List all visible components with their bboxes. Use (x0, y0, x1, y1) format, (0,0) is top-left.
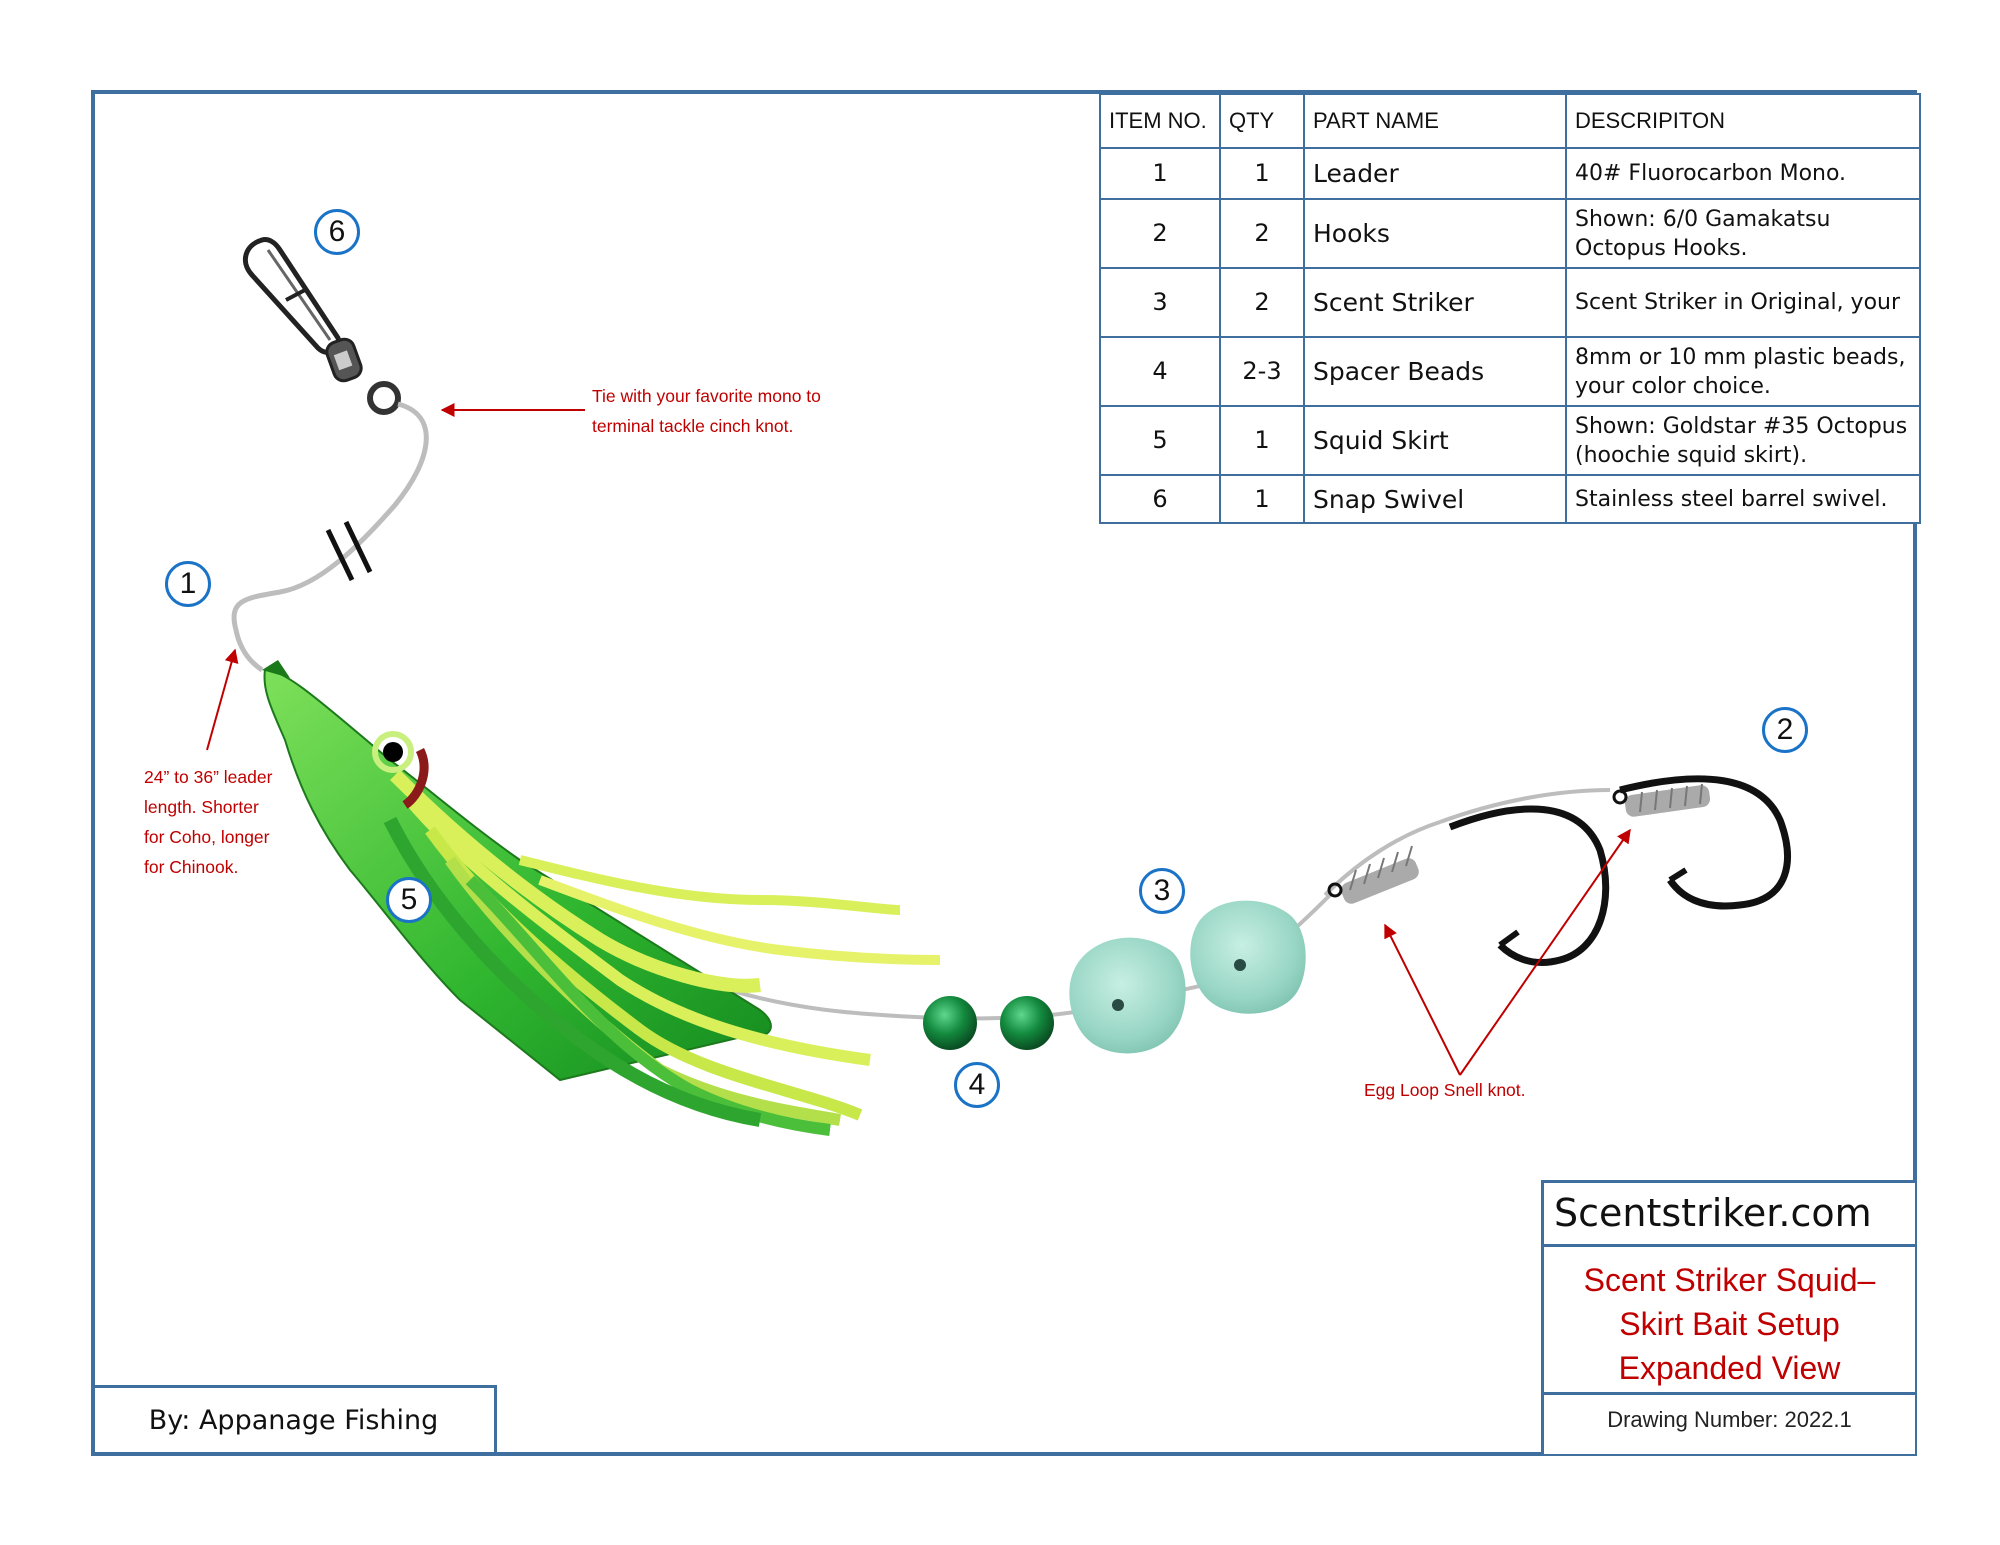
drawing-title-line-2: Skirt Bait Setup (1619, 1306, 1840, 1342)
description: Scent Striker in Original, your (1565, 267, 1921, 338)
qty: 1 (1219, 474, 1305, 524)
qty: 2 (1219, 267, 1305, 338)
header-description: DESCRIPITON (1565, 93, 1921, 149)
description: 40# Fluorocarbon Mono. (1565, 147, 1921, 200)
item-no: 5 (1099, 405, 1221, 476)
leader-line (231, 401, 429, 673)
description: Shown: Goldstar #35 Octopus (hoochie squ… (1565, 405, 1921, 476)
title-block: Scentstriker.com Scent Striker Squid– Sk… (1541, 1180, 1915, 1454)
description: Stainless steel barrel swivel. (1565, 474, 1921, 524)
callout-3: 3 (1139, 868, 1185, 914)
qty: 2-3 (1219, 336, 1305, 407)
callout-6: 6 (314, 209, 360, 255)
table-row: 1 1 Leader 40# Fluorocarbon Mono. (1099, 147, 1921, 200)
header-qty: QTY (1219, 93, 1305, 149)
part-name: Spacer Beads (1303, 336, 1567, 407)
table-row: 5 1 Squid Skirt Shown: Goldstar #35 Octo… (1099, 405, 1921, 476)
part-name: Scent Striker (1303, 267, 1567, 338)
item-no: 2 (1099, 198, 1221, 269)
squid-skirt-icon (262, 660, 941, 1136)
part-name: Squid Skirt (1303, 405, 1567, 476)
item-no: 3 (1099, 267, 1221, 338)
spacer-bead-icon (923, 996, 1054, 1050)
author-block: By: Appanage Fishing (93, 1385, 497, 1454)
drawing-frame (91, 90, 1917, 1456)
qty: 1 (1219, 405, 1305, 476)
drawing-number: Drawing Number: 2022.1 (1544, 1392, 1915, 1454)
callout-4: 4 (954, 1062, 1000, 1108)
description: Shown: 6/0 Gamakatsu Octopus Hooks. (1565, 198, 1921, 269)
header-item-no: ITEM NO. (1099, 93, 1221, 149)
table-row: 2 2 Hooks Shown: 6/0 Gamakatsu Octopus H… (1099, 198, 1921, 269)
item-no: 4 (1099, 336, 1221, 407)
item-no: 1 (1099, 147, 1221, 200)
part-name: Snap Swivel (1303, 474, 1567, 524)
website-label: Scentstriker.com (1544, 1180, 1915, 1247)
part-name: Leader (1303, 147, 1567, 200)
description: 8mm or 10 mm plastic beads, your color c… (1565, 336, 1921, 407)
item-no: 6 (1099, 474, 1221, 524)
note-snell-knot: Egg Loop Snell knot. (1364, 1080, 1526, 1100)
part-name: Hooks (1303, 198, 1567, 269)
line-break-icon (325, 520, 373, 582)
callout-1: 1 (165, 561, 211, 607)
note-swivel-knot: Tie with your favorite mono to terminal … (592, 386, 821, 436)
qty: 2 (1219, 198, 1305, 269)
snap-swivel-icon (242, 237, 401, 415)
scent-striker-icon (1069, 900, 1306, 1054)
parts-table: ITEM NO. QTY PART NAME DESCRIPITON 1 1 L… (1099, 93, 1921, 524)
note-leader-length: 24” to 36” leader length. Shorter for Co… (144, 767, 273, 877)
qty: 1 (1219, 147, 1305, 200)
callout-2: 2 (1762, 707, 1808, 753)
header-part-name: PART NAME (1303, 93, 1567, 149)
table-row: 4 2-3 Spacer Beads 8mm or 10 mm plastic … (1099, 336, 1921, 407)
snell-knot-icon (1327, 783, 1711, 904)
table-row: 6 1 Snap Swivel Stainless steel barrel s… (1099, 474, 1921, 524)
table-row: 3 2 Scent Striker Scent Striker in Origi… (1099, 267, 1921, 338)
annotation-arrows (206, 403, 1631, 1076)
parts-table-header: ITEM NO. QTY PART NAME DESCRIPITON (1099, 93, 1921, 149)
callout-5: 5 (386, 877, 432, 923)
drawing-title-line-1: Scent Striker Squid– (1583, 1262, 1876, 1298)
drawing-title-line-3: Expanded View (1618, 1350, 1841, 1386)
